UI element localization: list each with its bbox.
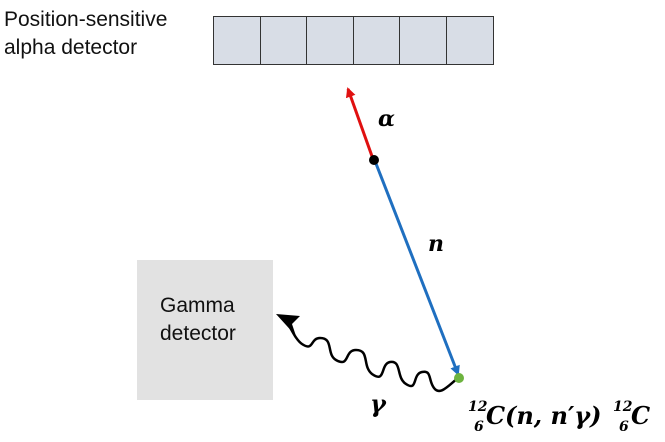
reaction-product-atomic-number: 6 [619,419,629,435]
interaction-point [454,373,464,383]
reaction-element: C [486,401,505,430]
alpha-arrow [345,87,375,160]
detector-cell [400,17,447,64]
gamma-detector-label-line1: Gamma [160,294,235,317]
detector-cell [214,17,261,64]
reaction-atomic-number: 6 [474,419,484,435]
detector-cell [307,17,354,64]
reaction-mass-number: 12 [468,399,488,415]
alpha-detector-label-line2: alpha detector [4,36,138,59]
gamma-detector-label: Gamma detector [160,292,236,348]
reaction-channel: (n, n′γ) [505,401,602,430]
detector-cell [446,17,493,64]
gamma-wave-arrow [286,323,459,393]
alpha-label: α [378,106,395,132]
detector-cell [353,17,400,64]
neutron-arrow [373,160,460,376]
gamma-arrowhead [276,314,300,336]
source-point [369,155,379,165]
reaction-product-mass-number: 12 [613,399,633,415]
reaction-product-element: C [631,401,650,430]
gamma-detector-box [137,260,273,400]
alpha-detector-label: Position-sensitive alpha detector [4,6,167,62]
gamma-detector-label-line2: detector [160,322,236,345]
reaction-equation: 12 6 C (n, n′γ) 12 6 C [468,399,650,435]
alpha-detector-array [213,16,494,65]
neutron-label: n [428,231,444,257]
gamma-label: γ [370,389,387,418]
detector-cell [260,17,307,64]
alpha-detector-label-line1: Position-sensitive [4,8,168,31]
